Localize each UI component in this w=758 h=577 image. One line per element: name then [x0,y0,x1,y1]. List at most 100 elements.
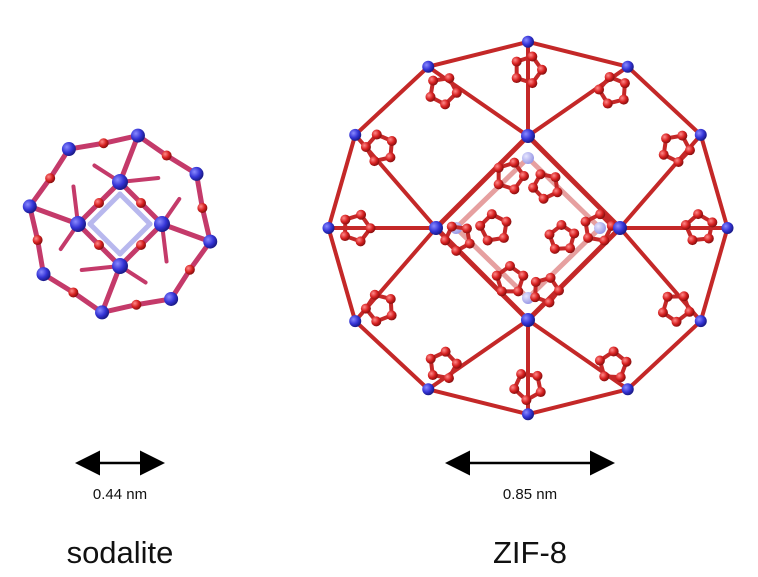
zif8-bond-outer [526,39,630,69]
zif8-bond-outer [526,387,630,417]
zif8-ring-atom [509,184,520,195]
sodalite-atom [45,173,56,184]
zif8-ring-atom [425,91,436,102]
zif8-ring-atom [673,156,684,167]
zif8-ring-atom [498,232,509,243]
zif8-ring-atom [369,156,380,167]
zif8-ring-atom [671,316,682,327]
sodalite-atom [94,198,104,208]
zif8-ring-atom [356,209,367,220]
zif8-ring-atom [657,307,668,318]
zif8-ring-atom [658,149,669,160]
sodalite-atom [189,166,204,181]
sodalite-bond-link [99,263,123,315]
zif8-ring-atom [509,383,520,394]
zif8-ring-atom [443,373,454,384]
zif8-ring-atom [475,220,486,231]
zif8-zinc-atom [522,408,534,421]
zif8-name: ZIF-8 [492,535,568,570]
zif8-ring-atom [428,75,439,86]
zif8-ring-atom [569,228,580,239]
zif8-zinc-atom [521,129,535,143]
zif8-ring-atom [527,51,538,62]
zif8-zinc-atom [621,383,634,396]
zif8-ring-atom [544,297,555,308]
zif8-zinc-atom [694,128,707,141]
zif8-zinc-atom [422,60,435,73]
zif8-ring-atom [360,141,371,152]
zif8-bond-back [453,155,531,231]
zif8-ring-atom [556,220,567,231]
zif8-ring-atom [527,78,538,89]
zif8-ring-atom [493,179,504,190]
zif8-cage-icon [322,35,734,421]
sodalite-cage-icon [22,128,218,320]
sodalite-scale-label: 0.44 nm [92,486,148,503]
zif8-ring-atom [530,292,541,303]
zif8-ring-atom [427,370,438,381]
zif8-ring-atom [464,238,475,249]
zif8-zinc-atom [694,315,707,328]
zif8-ring-atom [505,261,516,271]
zif8-ring-atom [619,78,630,89]
sodalite-atom [197,202,208,213]
zif8-ring-atom [386,310,397,321]
zif8-ring-atom [425,353,436,364]
zif8-ring-atom [550,172,561,183]
zif8-ring-atom [687,235,698,246]
zif8-bond-outer [426,39,530,69]
zif8-bond-front [525,133,623,231]
zif8-ring-atom [493,162,504,173]
zif8-ring-atom [602,98,613,109]
zif8-zinc-atom [429,221,443,235]
zif8-ring-atom [371,129,382,140]
zif8-ring-atom [528,182,539,193]
zif8-zinc-atom [322,222,335,234]
sodalite-bond-link [117,133,141,185]
zif8-ring-atom [583,232,594,243]
zif8-ring-atom [511,56,522,67]
zif8-ring-atom [491,270,502,281]
zif8-ring-atom [516,368,527,379]
zif8-bond-front [433,133,531,231]
zif8-ring-atom [521,395,532,406]
zif8-ring-atom [440,346,451,357]
zif8-zinc-atom [349,128,362,141]
sodalite-atom [131,299,142,310]
sodalite-bond-link [27,203,81,227]
sodalite-bond-back [87,221,123,257]
zif8-ring-atom [661,133,672,144]
sodalite-bond-back [117,221,153,257]
sodalite-atom [98,138,109,149]
zif8-ring-atom [565,243,576,254]
zif8-bond-outer [353,319,431,392]
zif8-bond-outer [326,132,358,230]
sodalite-atom [136,198,146,208]
sodalite-atom [164,291,179,306]
zif8-ring-atom [662,291,673,302]
zif8-bond-outer [625,319,703,392]
zif8-ring-atom [386,135,397,146]
zif8-ring-atom [519,171,529,181]
zif8-atom-back [522,152,534,164]
zif8-zinc-atom [613,221,627,235]
zif8-ring-atom [501,216,512,227]
sodalite-atom [22,199,37,214]
sodalite-atom [94,240,104,250]
zif8-bond-outer [326,226,358,324]
zif8-ring-atom [371,316,382,327]
zif8-ring-atom [446,221,457,232]
zif8-ring-atom [340,231,351,242]
zif8-ring-atom [360,303,371,314]
sodalite-atom [95,305,110,320]
zif8-ring-atom [482,235,493,246]
zif8-zinc-atom [349,315,362,328]
zif8-ring-atom [340,214,351,225]
zif8-ring-atom [677,130,688,141]
zif8-ring-atom [451,358,462,369]
zif8-bond-outer [698,226,730,324]
zif8-ring-atom [538,193,549,204]
zif8-ring-atom [530,276,541,287]
zif8-bond-front [433,225,531,323]
sodalite-atom [161,150,172,161]
